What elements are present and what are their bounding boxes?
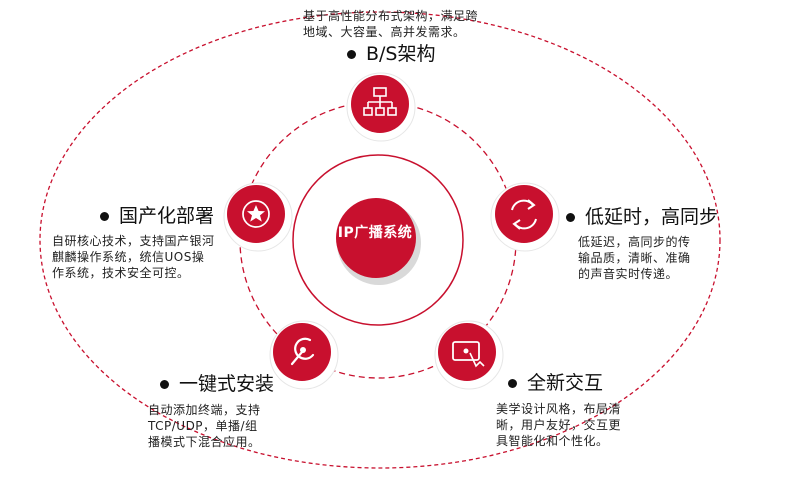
bullet-dot [347, 49, 356, 59]
bs-title: B/S架构 [347, 42, 436, 66]
star-badge-icon [242, 200, 270, 228]
touch-screen-icon [452, 341, 485, 368]
inner-ring [292, 154, 464, 326]
node-sync [490, 182, 560, 252]
node-ui [434, 320, 504, 390]
wrench-icon [290, 337, 315, 366]
outer-dashed-ellipse [39, 11, 721, 469]
ui-title: 全新交互 [508, 371, 603, 395]
sync-description: 低延迟，高同步的传 输品质，清晰、准确 的声音实时传递。 [578, 235, 691, 281]
bullet-dot [508, 378, 517, 388]
install-title: 一键式安装 [160, 372, 274, 396]
sync-arrows-icon [511, 199, 537, 230]
hub-label: IP广播系统 [337, 225, 413, 241]
bullet-dot [566, 212, 575, 222]
node-bs [346, 72, 416, 142]
bullet-dot [100, 211, 109, 221]
bs-description: 基于高性能分布式架构，满足跨 地域、大容量、高并发需求。 [303, 9, 479, 39]
ui-description: 美学设计风格，布局清 晰，用户友好，交互更 具智能化和个性化。 [496, 402, 622, 448]
node-domestic [223, 182, 293, 252]
hub-disk [336, 198, 416, 278]
domestic-description: 自研核心技术，支持国产银河 麒麟操作系统，统信UOS操 作系统，技术安全可控。 [52, 234, 215, 280]
sync-title: 低延时，高同步 [566, 205, 718, 229]
sitemap-icon [363, 87, 397, 116]
domestic-title: 国产化部署 [100, 204, 214, 228]
node-install [269, 320, 339, 390]
install-description: 自动添加终端，支持 TCP/UDP，单播/组 播模式下混合应用。 [148, 403, 261, 449]
bullet-dot [160, 379, 169, 389]
